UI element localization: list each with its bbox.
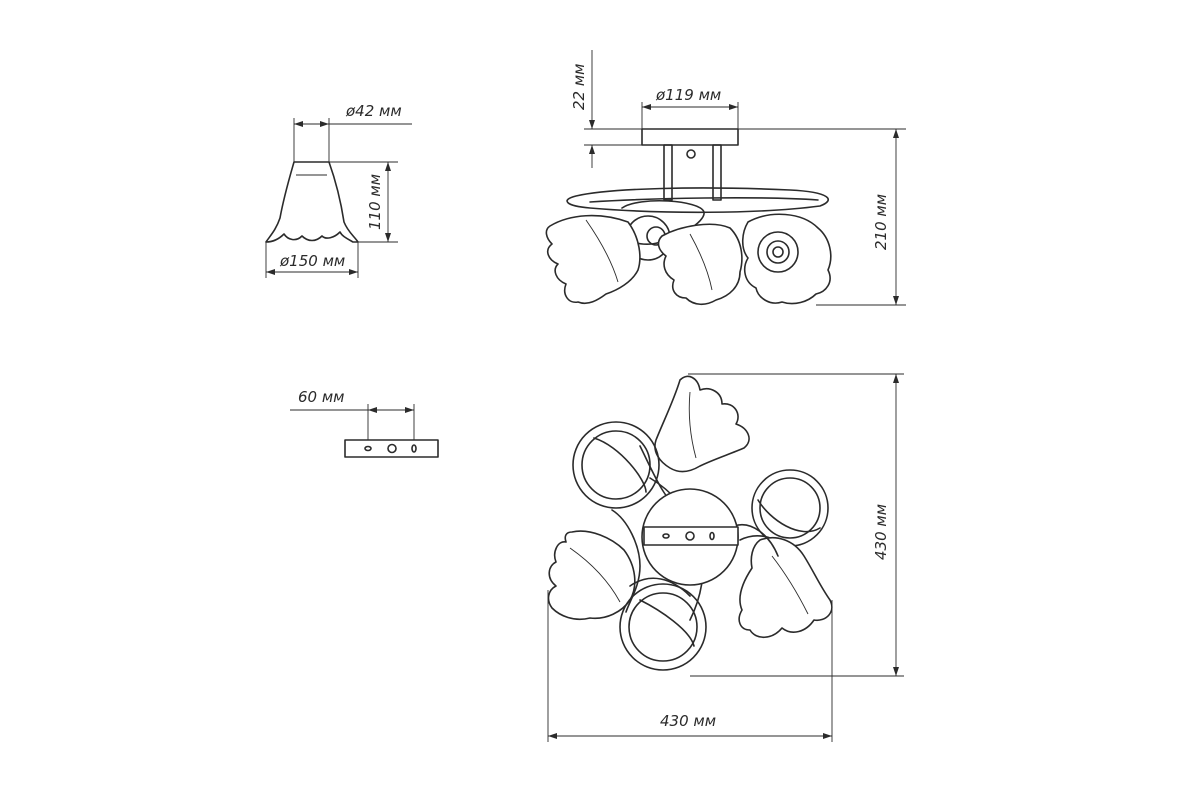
- front-view: 22 мм ø119 мм 210 мм: [545, 50, 906, 306]
- shade-detail: ø42 мм ø150 мм 110 мм: [265, 102, 412, 278]
- canopy-thickness-label: 22 мм: [570, 64, 588, 111]
- shade-top-diameter-label: ø42 мм: [345, 102, 402, 120]
- top-view-depth-label: 430 мм: [872, 504, 890, 560]
- mounting-plate: 60 мм: [290, 388, 439, 458]
- shade-bottom-diameter-label: ø150 мм: [279, 252, 345, 270]
- canopy-diameter-label: ø119 мм: [655, 86, 721, 104]
- top-view-width-label: 430 мм: [660, 712, 716, 730]
- total-height-label: 210 мм: [872, 194, 890, 250]
- plate-width-label: 60 мм: [298, 388, 345, 406]
- shade-height-label: 110 мм: [366, 174, 384, 230]
- top-view: 430 мм 430 мм: [547, 373, 904, 742]
